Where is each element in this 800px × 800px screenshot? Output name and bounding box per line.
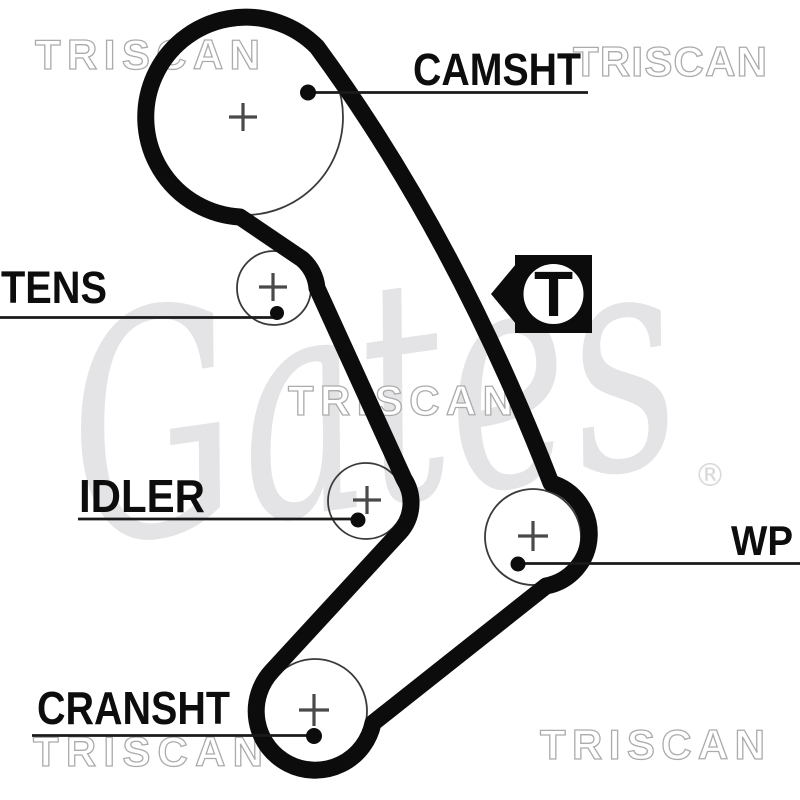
water-pump-center-cross — [518, 521, 548, 551]
triscan-watermark-middle: TRISCAN — [288, 377, 513, 424]
crankshaft-center-cross — [299, 694, 329, 726]
idler-label: IDLER — [79, 470, 205, 522]
registered-trademark-icon: ® — [694, 456, 726, 494]
camshaft-center-cross — [229, 103, 257, 131]
water-pump-label: WP — [731, 517, 793, 564]
timing-mark-arrow-icon — [491, 264, 516, 324]
timing-belt-path — [137, 8, 598, 779]
triscan-watermark-top-left: TRISCAN — [35, 31, 260, 78]
triscan-watermark-top-right: TRISCAN — [573, 38, 767, 85]
idler-anchor-dot — [350, 512, 366, 528]
timing-mark-letter: T — [534, 258, 573, 330]
camshaft-anchor-dot — [300, 84, 316, 101]
tensioner-anchor-dot — [270, 306, 284, 320]
triscan-watermark-bottom-right: TRISCAN — [540, 721, 765, 768]
timing-mark-circle — [523, 264, 584, 324]
tensioner-center-cross — [259, 273, 287, 301]
camshaft-label: CAMSHT — [413, 44, 581, 95]
crankshaft-anchor-dot — [306, 728, 322, 744]
water-pump-anchor-dot — [510, 556, 526, 572]
crankshaft-label: CRANSHT — [37, 682, 230, 734]
timing-mark-badge: T — [491, 255, 592, 333]
tensioner-label: TENS — [1, 262, 107, 313]
idler-center-cross — [353, 486, 381, 514]
